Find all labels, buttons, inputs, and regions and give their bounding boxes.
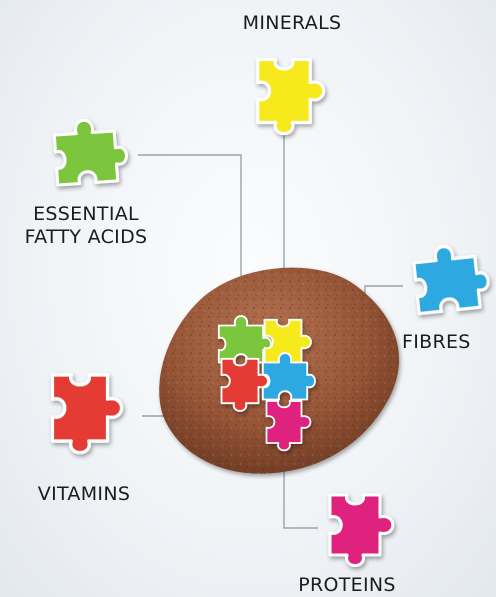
label-vitamins: VITAMINS [14, 483, 154, 506]
label-essential-fatty-acids-line1: ESSENTIAL [0, 203, 172, 226]
yellow-puzzle-piece-icon [258, 60, 324, 134]
label-minerals: MINERALS [222, 12, 362, 35]
green-puzzle-piece-icon [53, 118, 128, 186]
label-essential-fatty-acids: ESSENTIAL FATTY ACIDS [0, 203, 172, 249]
label-essential-fatty-acids-line2: FATTY ACIDS [0, 226, 172, 249]
red-puzzle-piece-icon [53, 375, 122, 453]
label-proteins: PROTEINS [272, 574, 422, 597]
label-fibres: FIBRES [402, 331, 496, 354]
blue-puzzle-piece-icon [413, 242, 491, 313]
magenta-puzzle-piece-icon [330, 495, 393, 566]
